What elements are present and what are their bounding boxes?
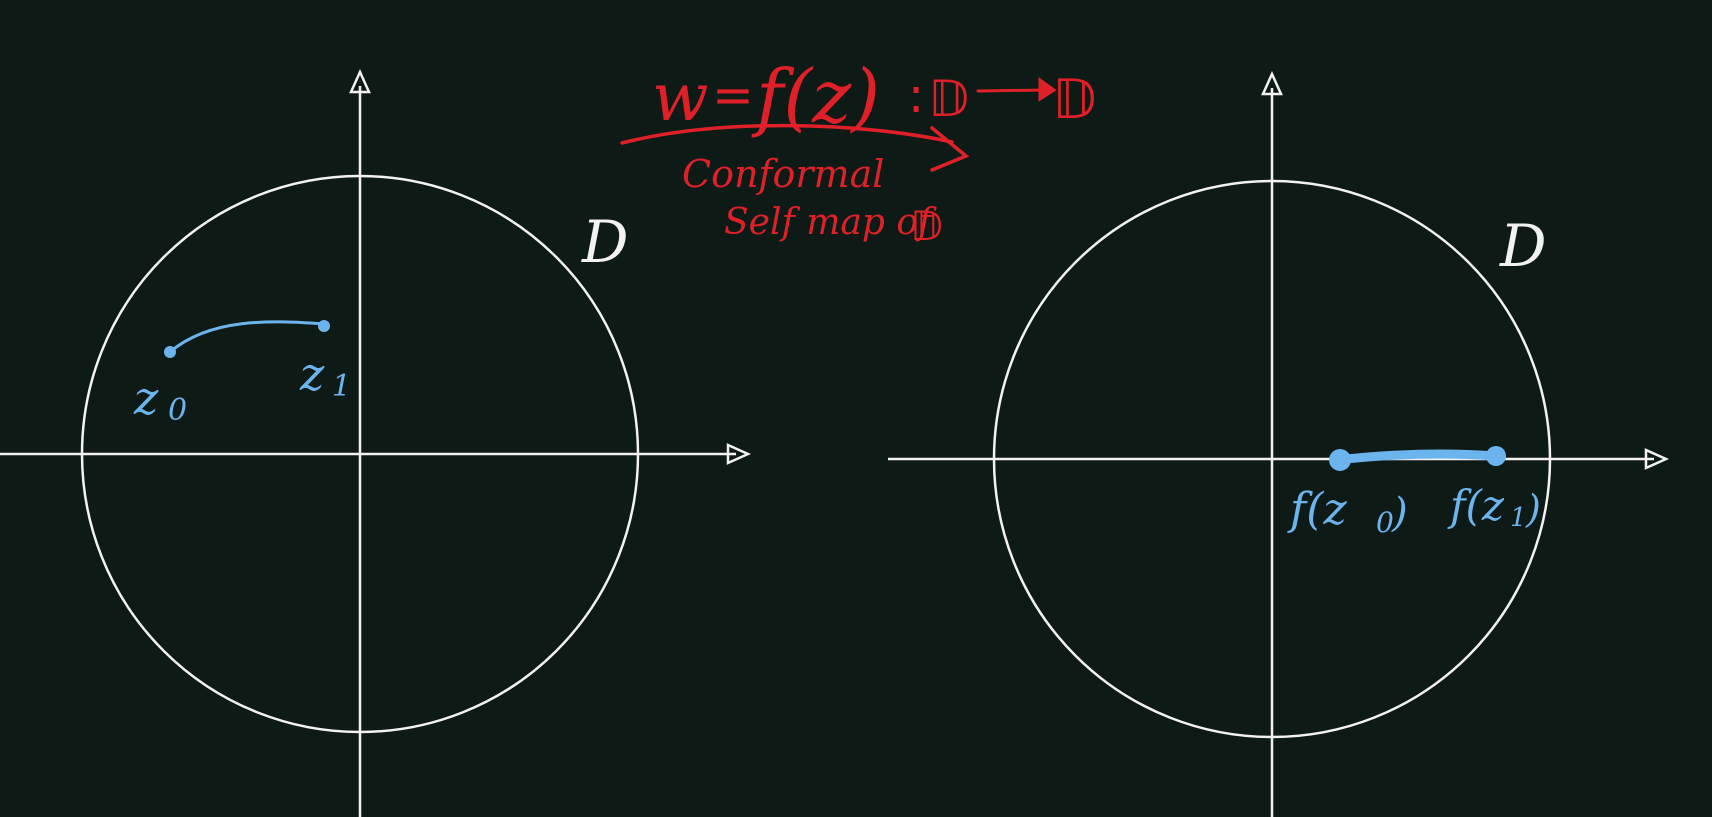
y-axis-left-arrowhead: [349, 68, 371, 94]
curve-z0-z1: [169, 320, 325, 354]
w-plane: D f(z 0 ) f(z 1 ): [888, 70, 1670, 817]
point-z0: [164, 346, 176, 358]
label-f-z0-close: ): [1391, 490, 1408, 536]
label-f-z0-subscript: 0: [1376, 506, 1394, 539]
label-f-z0: f(z: [1287, 484, 1347, 535]
formula-colon: :: [908, 68, 924, 124]
formula-equals: =: [712, 66, 754, 124]
formula-w: w: [652, 59, 709, 136]
z-plane: D z 0 z 1: [0, 68, 752, 817]
x-axis-left-arrowhead: [726, 443, 752, 465]
point-z1: [318, 320, 330, 332]
x-axis-right-arrowhead: [1644, 448, 1670, 470]
note-self-map: Self map of: [724, 202, 937, 243]
mapping-heading: w = f(z) : 𝔻 𝔻: [652, 54, 1096, 140]
disk-label-right: D: [1499, 212, 1547, 280]
conformal-note: Conformal Self map of 𝔻: [682, 152, 943, 250]
image-segment: [1333, 449, 1501, 465]
label-z1: z: [299, 347, 325, 401]
note-domain-disk: 𝔻: [910, 204, 943, 250]
note-conformal: Conformal: [682, 152, 884, 196]
point-f-z1: [1486, 446, 1506, 466]
label-f-z1-subscript: 1: [1510, 503, 1527, 533]
label-z0: z: [133, 371, 159, 425]
label-z0-subscript: 0: [168, 393, 187, 428]
formula-codomain-disk: 𝔻: [1052, 68, 1096, 131]
label-z1-subscript: 1: [332, 369, 351, 404]
mapping-arrow: [976, 77, 1057, 102]
y-axis-right-arrowhead: [1261, 70, 1283, 96]
disk-label-left: D: [581, 208, 629, 276]
point-f-z0: [1329, 449, 1351, 471]
underline-arrow: [620, 123, 970, 172]
formula-domain-disk: 𝔻: [928, 70, 969, 128]
label-f-z1: f(z: [1447, 481, 1505, 530]
label-f-z1-close: ): [1525, 487, 1541, 531]
